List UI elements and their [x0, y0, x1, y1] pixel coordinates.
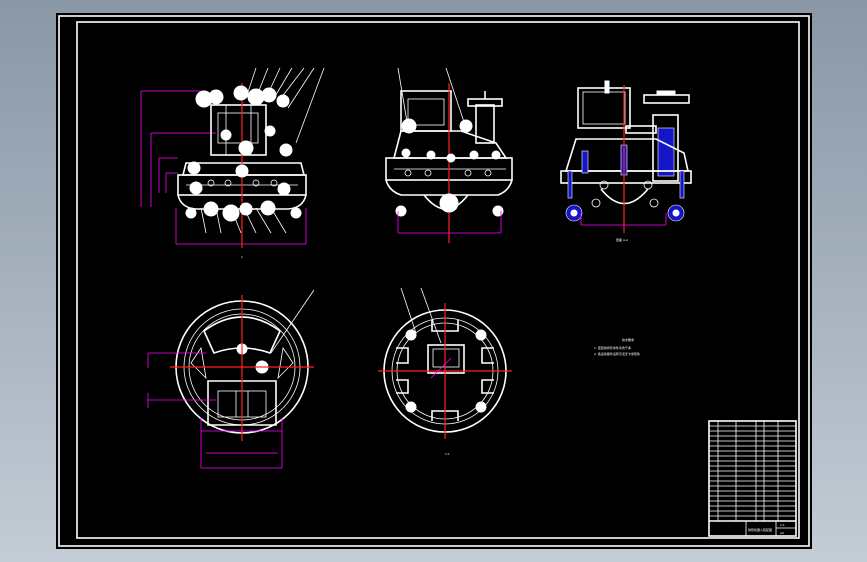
top-view-middle-label: 1:1: [445, 452, 450, 456]
title-block-frame: [708, 420, 797, 537]
side-view-rollers: [395, 118, 504, 217]
front-view-label: 1: [241, 255, 243, 259]
tech-req-line-1: 1. 装配前所有零件清洗干净: [594, 345, 631, 350]
section-view[interactable]: 剖面 A-A: [560, 80, 692, 242]
side-view-dimensions: [397, 211, 502, 234]
technical-requirements[interactable]: 技术要求 1. 装配前所有零件清洗干净 2. 各运动部件运转灵活无卡滞现象: [594, 337, 640, 356]
parts-list-grid: [709, 421, 796, 536]
section-view-rollers: [565, 180, 685, 222]
title-block[interactable]: 球形机器人装配图 1:1 A0: [708, 420, 797, 537]
top-view-left-dimensions: [147, 352, 283, 469]
outer-border: [58, 15, 810, 547]
top-view-middle-body: [378, 303, 512, 439]
front-view-rollers: [185, 85, 302, 222]
inner-border: [76, 21, 800, 539]
drawing-sheet[interactable]: 1: [56, 13, 812, 549]
title-block-drawing-title: 球形机器人装配图: [748, 527, 772, 532]
section-view-label: 剖面 A-A: [616, 237, 629, 242]
top-view-bottom-left[interactable]: [147, 289, 315, 469]
drawing-canvas[interactable]: 1: [56, 13, 812, 549]
front-view[interactable]: 1: [140, 67, 325, 259]
tech-req-heading: 技术要求: [622, 337, 634, 342]
section-view-dimensions: [580, 213, 667, 226]
top-view-left-leader: [270, 289, 315, 354]
section-view-body: [560, 80, 692, 233]
top-view-middle-leaders: [400, 287, 442, 344]
top-view-bottom-middle[interactable]: 1:1: [378, 287, 512, 456]
side-view[interactable]: [385, 67, 513, 243]
top-view-left-body: [170, 295, 314, 441]
title-block-scale: 1:1: [780, 523, 785, 527]
tech-req-line-2: 2. 各运动部件运转灵活无卡滞现象: [594, 351, 640, 356]
front-view-dimensions: [140, 90, 307, 245]
title-block-sheet: A0: [780, 531, 784, 535]
side-view-leaders: [397, 67, 467, 129]
